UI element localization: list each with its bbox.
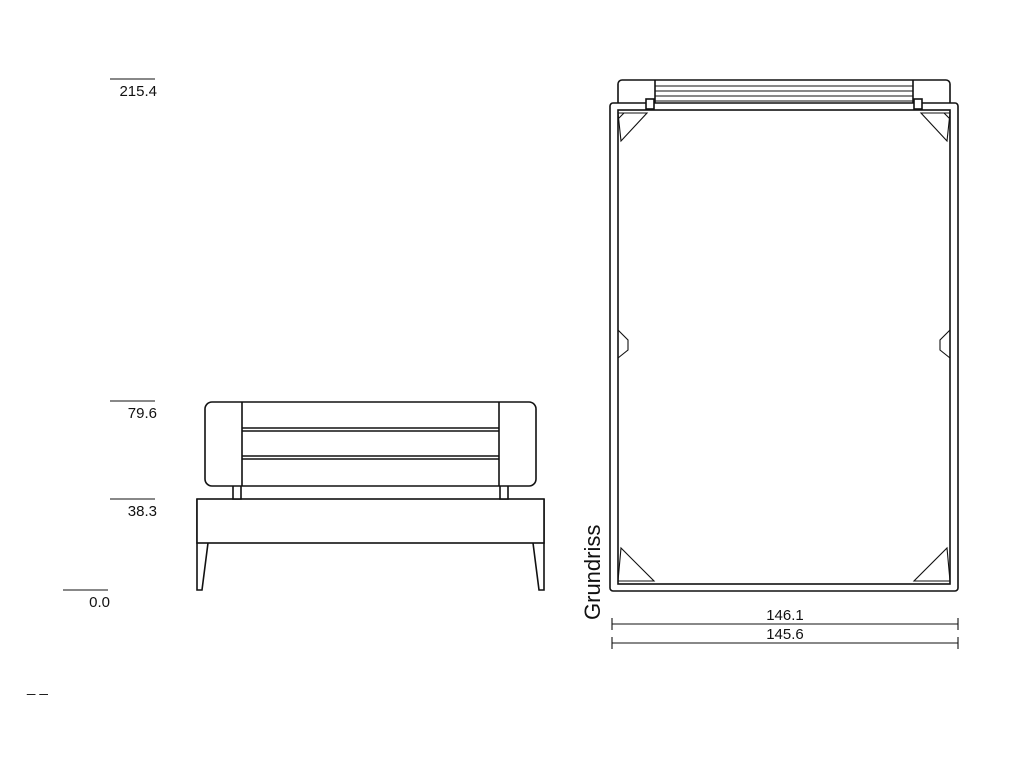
bed-plan-view: Grundriss 146.1 145.6 [580,79,959,649]
corner-bracket-br [912,546,951,582]
level-label-frame: 38.3 [128,503,157,520]
headboard-post-left [232,484,242,500]
bed-frame-rail [196,498,545,544]
level-marker-frame: 38.3 [110,498,157,520]
bed-front-elevation [196,401,545,591]
dimension-width-inner: 145.6 [611,626,959,649]
corner-bracket-tr [919,112,951,143]
side-bracket-right [939,329,951,359]
level-marker-headboard: 79.6 [110,400,157,422]
side-bracket-left [617,329,629,359]
level-label-top: 215.4 [119,83,157,100]
footer-marks: _ _ [26,679,49,696]
level-label-headboard: 79.6 [128,405,157,422]
plan-frame-outer [609,102,959,592]
dimension-width-outer-label: 146.1 [766,607,804,624]
level-label-floor: 0.0 [89,594,110,611]
corner-bracket-tl [617,112,649,143]
headboard-post-right [499,484,509,500]
level-marker-floor: 0.0 [63,589,110,611]
corner-bracket-bl [617,546,656,582]
plan-headboard [617,79,951,107]
dimension-width-inner-label: 145.6 [766,626,804,643]
dimension-width-outer: 146.1 [611,607,959,630]
headboard [204,401,537,487]
level-marker-top: 215.4 [110,78,157,100]
plan-frame-inner [617,109,951,585]
plan-view-label: Grundriss [580,525,605,620]
